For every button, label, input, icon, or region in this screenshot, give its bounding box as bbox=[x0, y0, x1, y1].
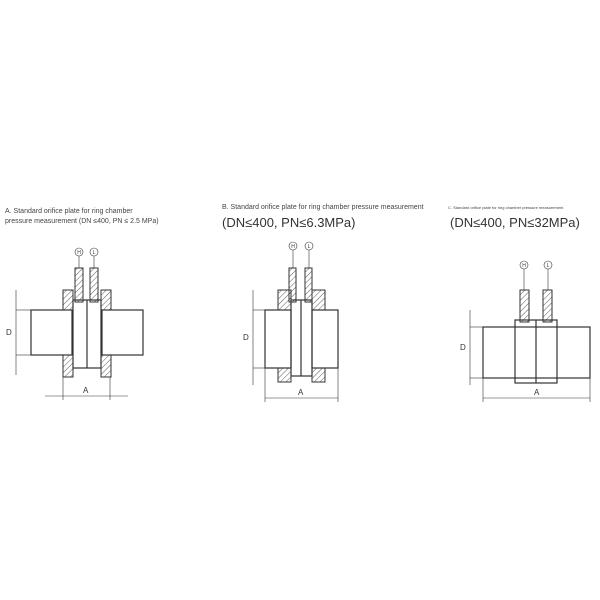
dimension-d-b: D bbox=[243, 333, 249, 342]
drawing-b: H L D A bbox=[243, 241, 339, 402]
caption-a: A. Standard orifice plate for ring chamb… bbox=[5, 207, 159, 227]
dimension-a-c: A bbox=[534, 388, 540, 397]
rating-b: (DN≤400, PN≤6.3MPa) bbox=[222, 215, 356, 230]
tap-low-label-c: L bbox=[547, 263, 550, 269]
dimension-d-a: D bbox=[6, 328, 12, 337]
caption-b: B. Standard orifice plate for ring chamb… bbox=[222, 204, 424, 211]
tap-low-label-b: L bbox=[308, 244, 311, 250]
drawing-c: H L D A bbox=[460, 260, 591, 402]
dimension-d-c: D bbox=[460, 343, 466, 352]
caption-c: C. Standard orifice plate for ring chamb… bbox=[448, 205, 564, 210]
dimension-a-b: A bbox=[298, 388, 304, 397]
caption-a-line2: pressure measurement (DN ≤400, PN ≤ 2.5 … bbox=[5, 218, 159, 225]
rating-c: (DN≤400, PN≤32MPa) bbox=[450, 215, 580, 230]
tap-high-label-b: H bbox=[291, 244, 295, 250]
tap-high-label-c: H bbox=[522, 263, 526, 269]
dimension-a-a: A bbox=[83, 386, 89, 395]
caption-a-line1: A. Standard orifice plate for ring chamb… bbox=[5, 208, 133, 215]
drawing-a: H L D A bbox=[6, 247, 144, 400]
tap-low-label-a: L bbox=[93, 250, 96, 256]
tap-high-label-a: H bbox=[77, 250, 81, 256]
